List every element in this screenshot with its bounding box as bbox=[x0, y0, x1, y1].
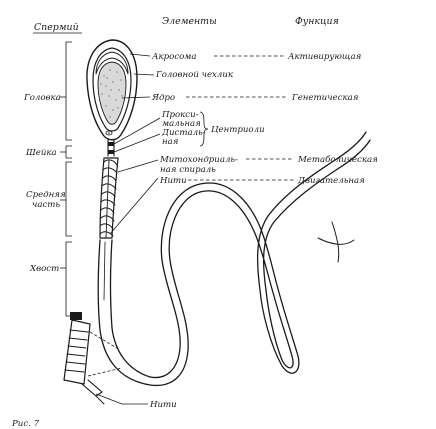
tail-cross-section-inset bbox=[63, 312, 123, 405]
label-function-motor: Двигательная bbox=[297, 176, 365, 186]
header-sperm: Спермий bbox=[34, 22, 79, 33]
region-midpiece-label-line1: Средняя bbox=[26, 190, 66, 200]
label-function-metabolic: Метаболическая bbox=[297, 154, 378, 165]
sperm-tail bbox=[97, 131, 371, 387]
label-head-cap: Головной чехлик bbox=[155, 70, 234, 80]
region-neck-label: Шейка bbox=[25, 148, 57, 158]
label-filaments-bottom: Нити bbox=[149, 400, 177, 410]
label-distal-line1: Дисталь- bbox=[161, 128, 206, 138]
label-acrosome: Акросома bbox=[151, 52, 197, 62]
label-function-activating: Активирующая bbox=[287, 52, 362, 62]
label-mito-line1: Митохондриаль- bbox=[159, 155, 238, 165]
label-distal-line2: ная bbox=[162, 137, 179, 147]
centriole-brace bbox=[199, 111, 209, 147]
function-connectors bbox=[186, 55, 294, 181]
label-proximal-line2: мальная bbox=[162, 119, 201, 129]
label-mito-line2: ная спираль bbox=[160, 165, 216, 175]
region-midpiece-label-line2: часть bbox=[32, 200, 60, 210]
label-nucleus: Ядро bbox=[151, 93, 175, 103]
region-head-label: Головка bbox=[23, 93, 61, 103]
region-tail-label: Хвост bbox=[29, 264, 59, 274]
element-leaders bbox=[95, 53, 161, 405]
sperm-head bbox=[86, 39, 138, 141]
label-centrioles: Центриоли bbox=[211, 125, 265, 135]
label-proximal-line1: Прокси- bbox=[161, 110, 199, 120]
nucleus bbox=[97, 61, 127, 125]
sperm-neck bbox=[107, 139, 115, 157]
header-function: Функция bbox=[295, 16, 339, 27]
header-elements: Элементы bbox=[162, 16, 217, 27]
region-brackets bbox=[60, 41, 72, 317]
mitochondrial-spiral bbox=[99, 157, 119, 239]
label-function-genetic: Генетическая bbox=[291, 93, 359, 103]
figure-caption: Рис. 7 bbox=[11, 419, 40, 429]
label-filaments: Нити bbox=[159, 176, 187, 186]
